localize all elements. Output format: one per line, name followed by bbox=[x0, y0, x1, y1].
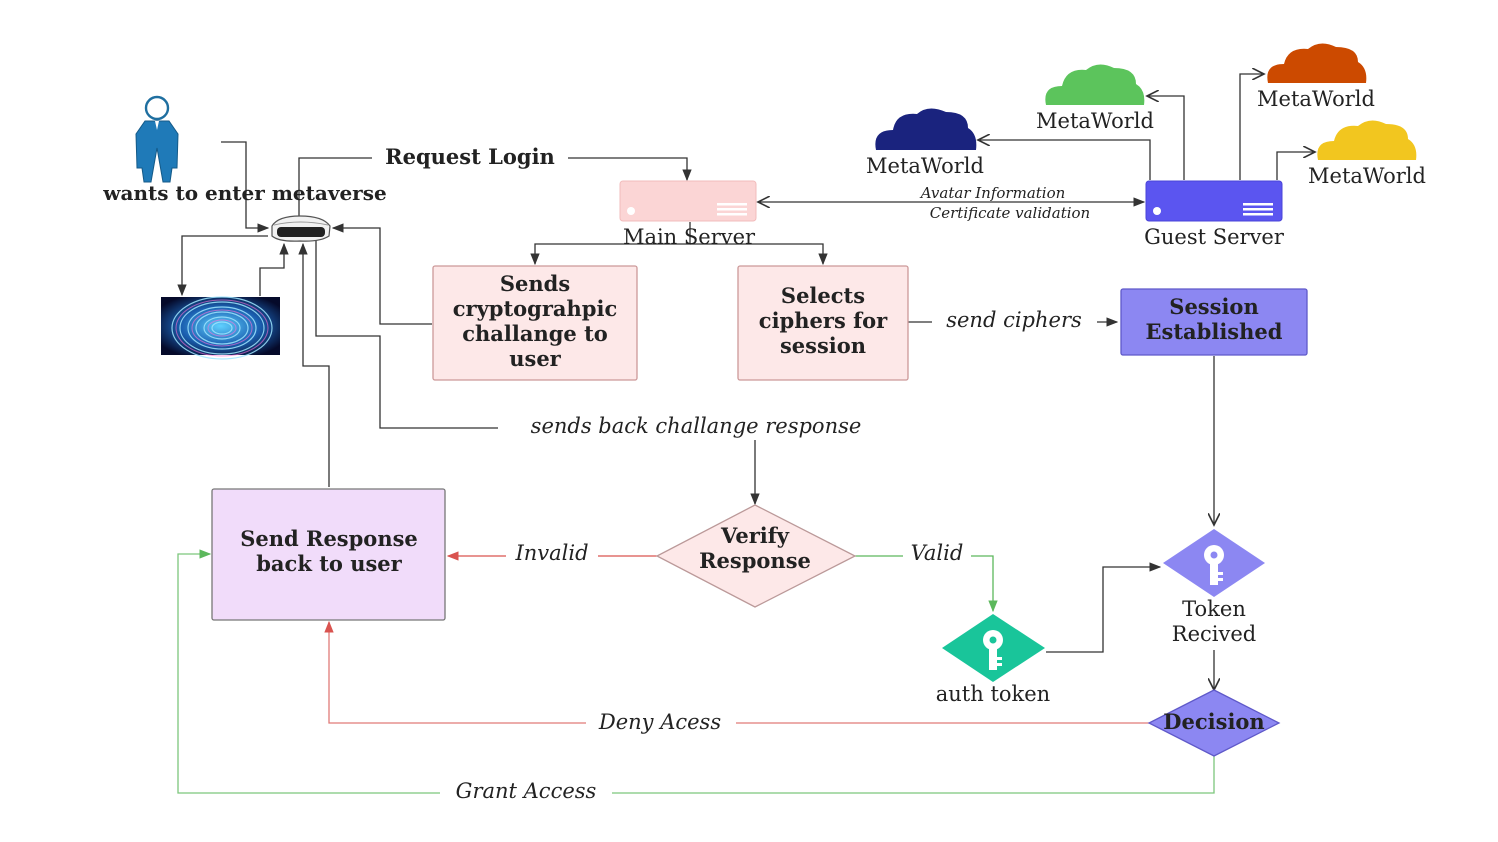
user-caption: wants to enter metaverse bbox=[102, 181, 386, 205]
label-request-login: Request Login bbox=[385, 144, 555, 169]
cloud-icon-navy bbox=[875, 108, 977, 150]
edge-response-headset bbox=[298, 242, 330, 487]
ciphers-line-2: ciphers for bbox=[759, 308, 888, 333]
verify-response-node[interactable]: Verify Response bbox=[655, 504, 857, 608]
edge-main-ciphers bbox=[690, 243, 828, 266]
edge-fingerprint-headset bbox=[259, 242, 289, 296]
cloud-label-green: MetaWorld bbox=[1036, 109, 1154, 133]
label-valid: Valid bbox=[911, 541, 964, 565]
cloud-icon-orange bbox=[1267, 43, 1367, 83]
label-invalid: Invalid bbox=[514, 541, 588, 565]
label-cert-validation: Certificate validation bbox=[930, 204, 1090, 222]
edge-headset-fingerprint bbox=[177, 235, 268, 297]
label-send-ciphers: send ciphers bbox=[946, 308, 1082, 332]
connectors bbox=[177, 74, 1315, 794]
token-received-node[interactable] bbox=[1163, 529, 1265, 597]
send-response-line-2: back to user bbox=[256, 551, 402, 576]
ciphers-line-3: session bbox=[780, 333, 866, 358]
edge-main-challenge bbox=[530, 222, 691, 266]
label-grant: Grant Access bbox=[456, 779, 597, 803]
edge-sends-back bbox=[315, 240, 760, 506]
decision-node[interactable]: Decision bbox=[1147, 689, 1281, 757]
fingerprint-icon bbox=[161, 296, 280, 360]
vr-headset-icon bbox=[271, 215, 331, 242]
send-response-line-1: Send Response bbox=[240, 526, 418, 551]
challenge-line-2: cryptograhpic bbox=[453, 296, 618, 321]
challenge-line-1: Sends bbox=[500, 271, 570, 296]
edge-guest-cloud-green bbox=[1147, 96, 1185, 180]
send-response-node[interactable]: Send Response back to user bbox=[211, 488, 446, 621]
edge-guest-cloud-orange bbox=[1239, 74, 1264, 180]
token-received-line-1: Token bbox=[1182, 597, 1246, 621]
cloud-icon-yellow bbox=[1317, 120, 1417, 160]
edge-auth-token bbox=[1046, 562, 1162, 653]
label-sends-back: sends back challange response bbox=[531, 414, 862, 438]
cloud-label-navy: MetaWorld bbox=[866, 154, 984, 178]
edge-grant bbox=[177, 549, 1215, 794]
token-received-line-2: Recived bbox=[1172, 622, 1256, 646]
user-person-icon bbox=[135, 95, 179, 183]
edge-user-headset bbox=[221, 141, 270, 233]
main-server-label: Main Server bbox=[623, 225, 756, 249]
cloud-icon-green bbox=[1045, 64, 1145, 105]
ciphers-node[interactable]: Selects ciphers for session bbox=[737, 265, 909, 381]
label-avatar-info: Avatar Information bbox=[919, 184, 1066, 202]
edge-guest-cloud-blue bbox=[978, 140, 1151, 180]
edge-challenge-headset bbox=[331, 223, 432, 325]
edge-guest-cloud-yellow bbox=[1276, 152, 1315, 180]
session-line-1: Session bbox=[1169, 294, 1258, 319]
verify-line-2: Response bbox=[699, 548, 811, 573]
auth-token-label: auth token bbox=[936, 682, 1050, 706]
verify-line-1: Verify bbox=[720, 523, 790, 548]
guest-server-box bbox=[1145, 180, 1283, 222]
challenge-line-4: user bbox=[509, 346, 561, 371]
guest-server-node[interactable] bbox=[1145, 180, 1283, 222]
auth-token-node[interactable] bbox=[942, 614, 1045, 682]
guest-server-label: Guest Server bbox=[1144, 225, 1285, 249]
label-deny: Deny Acess bbox=[598, 710, 721, 734]
main-server-box bbox=[619, 180, 757, 222]
edge-deny bbox=[324, 620, 1150, 724]
key-icon bbox=[1204, 545, 1224, 585]
decision-label: Decision bbox=[1163, 709, 1264, 734]
session-line-2: Established bbox=[1146, 319, 1283, 344]
ciphers-line-1: Selects bbox=[781, 283, 865, 308]
session-node[interactable]: Session Established bbox=[1120, 288, 1308, 356]
edge-valid bbox=[855, 555, 998, 613]
key-icon bbox=[983, 630, 1003, 670]
challenge-node[interactable]: Sends cryptograhpic challange to user bbox=[432, 265, 638, 381]
main-server-node[interactable] bbox=[619, 180, 757, 222]
cloud-label-yellow: MetaWorld bbox=[1308, 164, 1426, 188]
challenge-line-3: challange to bbox=[462, 321, 608, 346]
cloud-label-orange: MetaWorld bbox=[1257, 87, 1375, 111]
